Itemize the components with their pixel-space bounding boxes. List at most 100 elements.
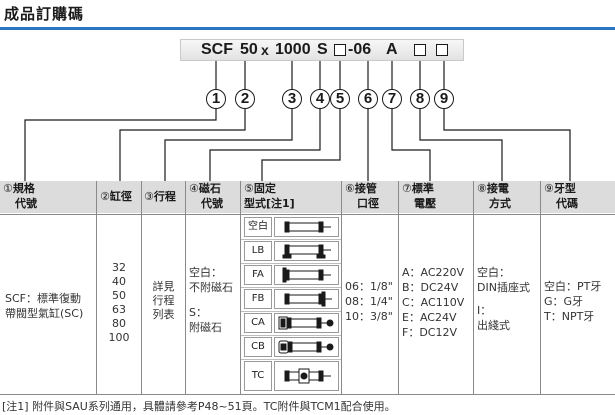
callout-4: 4 xyxy=(310,89,330,109)
column-header-spec: ①規格 代號 xyxy=(3,182,37,210)
bore-40: 40 xyxy=(112,275,126,288)
magnet-line-3: S： xyxy=(189,306,207,319)
voltage-b: B：DC24V xyxy=(402,281,459,294)
model-voltage: A xyxy=(386,41,398,58)
mount-code-tc: TC xyxy=(244,361,272,391)
column-divider xyxy=(141,181,142,395)
model-stroke: 1000 xyxy=(275,41,311,58)
header-bg-voltage xyxy=(399,181,473,213)
stroke-note-1: 詳見 xyxy=(152,280,175,293)
callout-9: 9 xyxy=(434,89,454,109)
cylinder-fa-mount-icon xyxy=(274,265,339,285)
cylinder-basic-icon xyxy=(274,217,339,237)
column-divider xyxy=(398,181,399,395)
header-bg-bore xyxy=(97,181,141,213)
model-mount-box xyxy=(334,44,346,56)
mount-row-divider xyxy=(241,311,341,312)
column-header-mount: ⑤固定 型式[注1] xyxy=(244,182,295,210)
wiring-line-4: 出綫式 xyxy=(477,319,510,332)
cylinder-fb-mount-icon xyxy=(274,289,339,309)
wiring-line-1: 空白： xyxy=(477,266,510,279)
model-times: x xyxy=(261,42,269,58)
column-header-stroke: ③行程 xyxy=(144,190,176,203)
column-header-voltage: ⑦標準 電壓 xyxy=(402,182,436,210)
mount-code-fb: FB xyxy=(244,289,272,309)
column-divider xyxy=(473,181,474,395)
column-divider xyxy=(540,181,541,395)
mount-row-divider xyxy=(241,263,341,264)
magnet-line-2: 不附磁石 xyxy=(189,281,233,294)
callout-6: 6 xyxy=(358,89,378,109)
callout-8: 8 xyxy=(410,89,430,109)
header-bg-magnet xyxy=(186,181,240,213)
column-header-magnet: ④磁石 代號 xyxy=(189,182,223,210)
spec-line-1: SCF：標準復動 xyxy=(5,292,81,305)
bore-80: 80 xyxy=(112,317,126,330)
thread-npt: T：NPT牙 xyxy=(544,310,595,323)
model-prefix: SCF xyxy=(201,41,233,58)
page-title: 成品訂購碼 xyxy=(4,5,85,23)
voltage-c: C：AC110V xyxy=(402,296,465,309)
model-wiring-box xyxy=(414,44,426,56)
mount-code-cb: CB xyxy=(244,337,272,357)
column-divider xyxy=(240,181,241,395)
column-divider xyxy=(96,181,97,395)
voltage-e: E：AC24V xyxy=(402,311,457,324)
mount-row-divider xyxy=(241,359,341,360)
header-bg-wiring xyxy=(474,181,540,213)
callout-2: 2 xyxy=(235,89,255,109)
callout-3: 3 xyxy=(282,89,302,109)
callout-1: 1 xyxy=(206,89,226,109)
mount-code-fa: FA xyxy=(244,265,272,285)
magnet-line-1: 空白： xyxy=(189,266,222,279)
thread-pt: 空白：PT牙 xyxy=(544,280,602,293)
callout-5: 5 xyxy=(330,89,350,109)
column-header-port: ⑥接管 口徑 xyxy=(345,182,379,210)
column-header-wiring: ⑧接電 方式 xyxy=(477,182,511,210)
stroke-note-2: 行程 xyxy=(152,294,175,307)
column-divider xyxy=(341,181,342,395)
cylinder-tc-mount-icon xyxy=(274,361,339,391)
column-divider xyxy=(185,181,186,395)
mount-code-blank: 空白 xyxy=(244,217,272,237)
magnet-line-4: 附磁石 xyxy=(189,321,222,334)
voltage-a: A：AC220V xyxy=(402,266,465,279)
header-divider xyxy=(0,214,615,215)
header-bg-mount xyxy=(241,181,341,213)
thread-g: G：G牙 xyxy=(544,295,584,308)
header-bg-port xyxy=(342,181,398,213)
cylinder-lb-mount-icon xyxy=(274,241,339,261)
header-bg-stroke xyxy=(142,181,185,213)
port-10: 10：3/8" xyxy=(345,310,393,323)
header-bg-spec xyxy=(0,181,96,213)
footnote: [注1] 附件與SAU系列通用，具體請參考P48~51頁。TC附件與TCM1配合… xyxy=(2,400,396,413)
table-bottom-rule xyxy=(0,394,615,395)
port-08: 08：1/4" xyxy=(345,295,393,308)
bore-100: 100 xyxy=(108,331,130,344)
bore-50: 50 xyxy=(112,289,126,302)
voltage-f: F：DC12V xyxy=(402,326,457,339)
bore-63: 63 xyxy=(112,303,126,316)
mount-code-ca: CA xyxy=(244,313,272,333)
model-thread-box xyxy=(436,44,448,56)
column-header-thread: ⑨牙型 代碼 xyxy=(544,182,578,210)
wiring-line-3: I： xyxy=(477,304,492,317)
stroke-note-3: 列表 xyxy=(152,308,175,321)
callout-7: 7 xyxy=(382,89,402,109)
model-code-banner xyxy=(180,39,464,61)
cylinder-ca-mount-icon xyxy=(274,313,339,333)
model-port: -06 xyxy=(348,41,372,58)
mount-row-divider xyxy=(241,287,341,288)
wiring-line-2: DIN插座式 xyxy=(477,281,530,294)
cylinder-cb-mount-icon xyxy=(274,337,339,357)
mount-row-divider xyxy=(241,239,341,240)
model-magnet: S xyxy=(317,41,328,58)
model-bore: 50 xyxy=(240,41,258,58)
column-header-bore: ②缸徑 xyxy=(100,190,132,203)
title-rule xyxy=(0,27,615,30)
bore-32: 32 xyxy=(112,261,126,274)
header-bg-thread xyxy=(541,181,615,213)
mount-row-divider xyxy=(241,335,341,336)
mount-code-lb: LB xyxy=(244,241,272,261)
